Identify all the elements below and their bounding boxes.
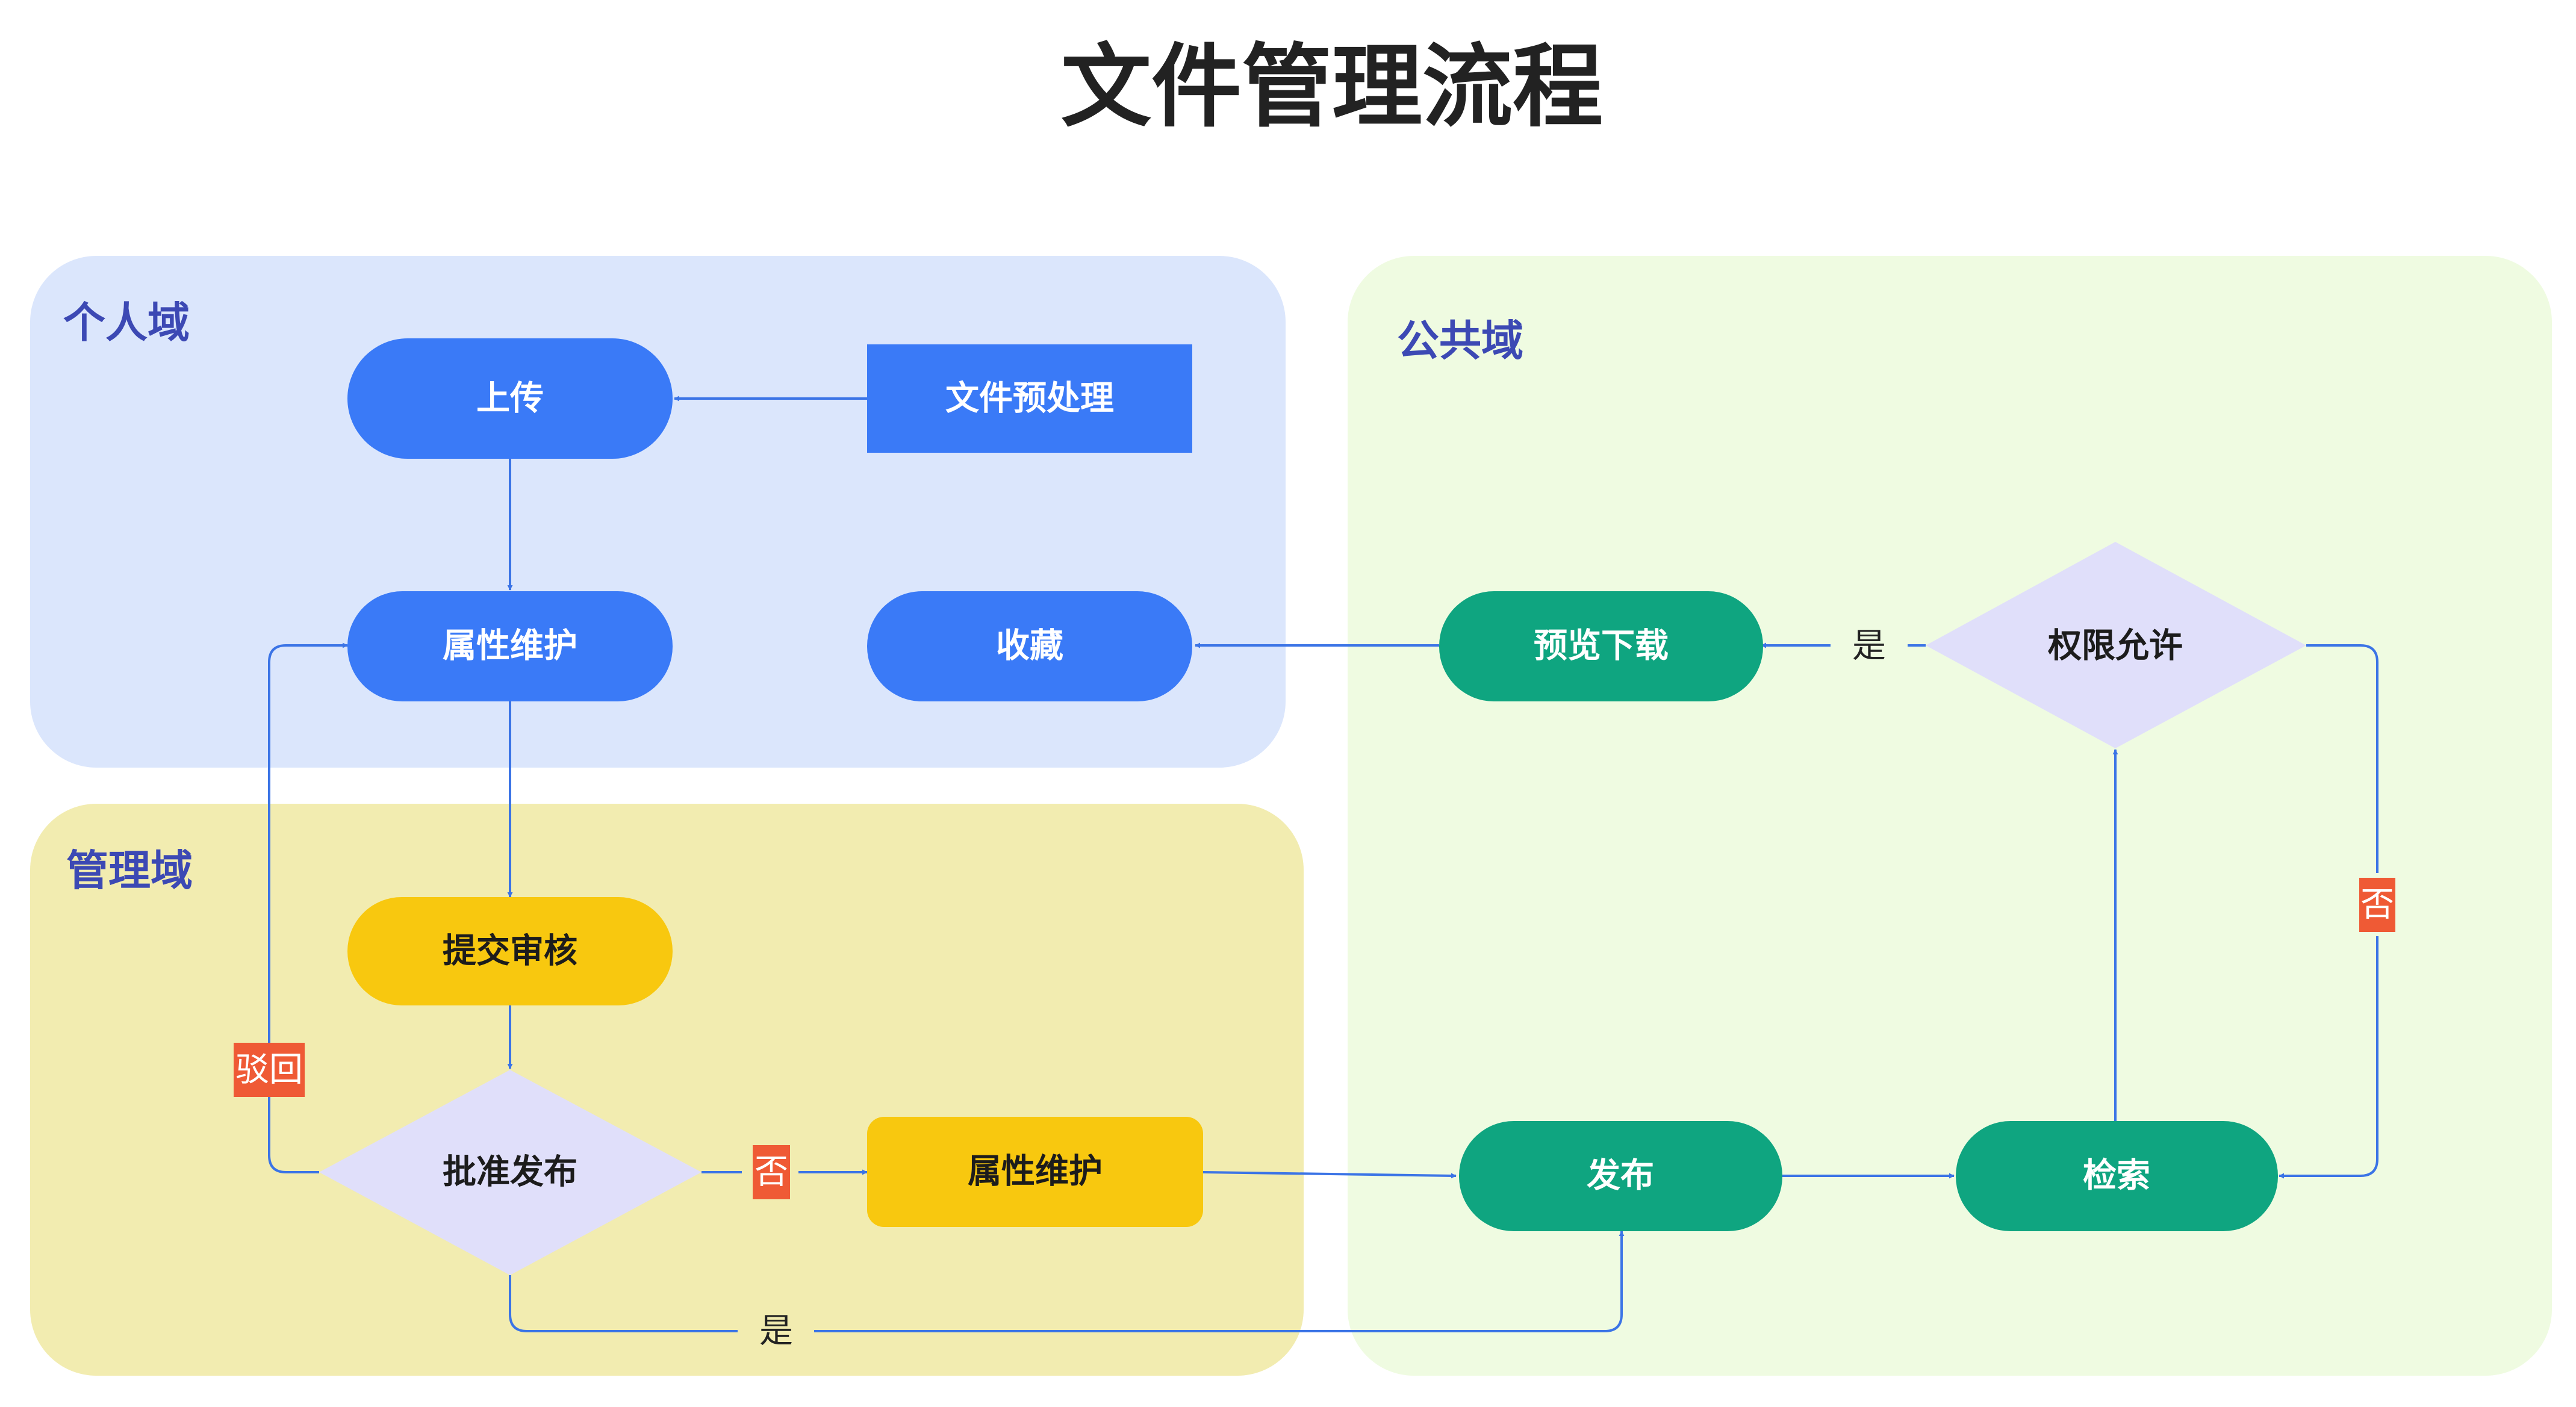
node-search[interactable]: 检索 (1956, 1121, 2278, 1231)
node-attr1-label: 属性维护 (443, 627, 577, 666)
connectors (268, 396, 2378, 1332)
node-preprocess-shape (867, 344, 1192, 453)
node-attr2-shape (867, 1117, 1203, 1227)
node-preview-shape (1439, 591, 1763, 701)
node-publish-shape (1459, 1121, 1782, 1231)
node-preprocess-label: 文件预处理 (945, 379, 1114, 418)
node-submit[interactable]: 提交审核 (347, 897, 673, 1005)
node-publish[interactable]: 发布 (1459, 1121, 1782, 1231)
node-favorite-label: 收藏 (996, 627, 1063, 666)
edge-label-permission-no-bg (2359, 878, 2395, 932)
node-permission-shape (1926, 542, 2306, 748)
edge-approve-attr1-reject (268, 642, 348, 1173)
node-publish-label: 发布 (1587, 1157, 1654, 1196)
node-upload-shape (347, 338, 673, 459)
node-upload[interactable]: 上传 (347, 338, 673, 459)
node-submit-shape (347, 897, 673, 1005)
edge-approve-publish-yes-b (814, 1231, 1625, 1332)
region-personal-label: 个人域 (63, 298, 190, 347)
node-search-shape (1956, 1121, 2278, 1231)
node-approve[interactable]: 批准发布 (319, 1070, 702, 1275)
node-submit-label: 提交审核 (443, 932, 577, 971)
node-preview[interactable]: 预览下载 (1439, 591, 1763, 701)
node-favorite[interactable]: 收藏 (867, 591, 1192, 701)
edge-label-reject: 驳回 (234, 1043, 305, 1097)
edge-label-approve-yes: 是 (759, 1312, 793, 1351)
region-admin-bg (30, 804, 1304, 1376)
edge-label-permission-no-text: 否 (2360, 886, 2394, 925)
region-admin: 管理域 (30, 804, 1304, 1376)
node-permission[interactable]: 权限允许 (1926, 542, 2306, 748)
node-preview-label: 预览下载 (1534, 627, 1669, 666)
node-upload-label: 上传 (476, 379, 544, 418)
edge-permission-search-no-b (2279, 936, 2378, 1179)
node-approve-label: 批准发布 (443, 1153, 577, 1192)
node-approve-shape (319, 1070, 702, 1275)
edge-label-approve-no: 否 (753, 1145, 790, 1199)
edge-label-reject-bg (234, 1043, 305, 1097)
edge-attr2-publish (1202, 1171, 1457, 1179)
edge-permission-search-no-a (2306, 644, 2378, 873)
edge-label-permission-no: 否 (2359, 878, 2395, 932)
region-admin-label: 管理域 (66, 846, 193, 895)
node-search-label: 检索 (2083, 1157, 2150, 1196)
region-public-bg (1348, 256, 2552, 1376)
edge-label-approve-yes-text: 是 (759, 1312, 793, 1351)
node-preprocess[interactable]: 文件预处理 (867, 344, 1192, 453)
node-attr1-shape (347, 591, 673, 701)
edge-label-reject-text: 驳回 (235, 1051, 303, 1090)
node-favorite-shape (867, 591, 1192, 701)
region-public-label: 公共域 (1397, 316, 1523, 365)
region-public: 公共域 (1348, 256, 2552, 1376)
node-attr2[interactable]: 属性维护 (867, 1117, 1203, 1227)
edge-label-permission-yes: 是 (1852, 627, 1886, 666)
diagram-title: 文件管理流程 (1061, 35, 1603, 140)
edge-label-permission-yes-text: 是 (1852, 627, 1886, 666)
edge-approve-publish-yes-a (509, 1275, 738, 1332)
edge-label-approve-no-text: 否 (754, 1153, 788, 1192)
node-permission-label: 权限允许 (2047, 627, 2183, 666)
node-attr1[interactable]: 属性维护 (347, 591, 673, 701)
node-attr2-label: 属性维护 (968, 1152, 1103, 1191)
edge-label-approve-no-bg (753, 1145, 790, 1199)
